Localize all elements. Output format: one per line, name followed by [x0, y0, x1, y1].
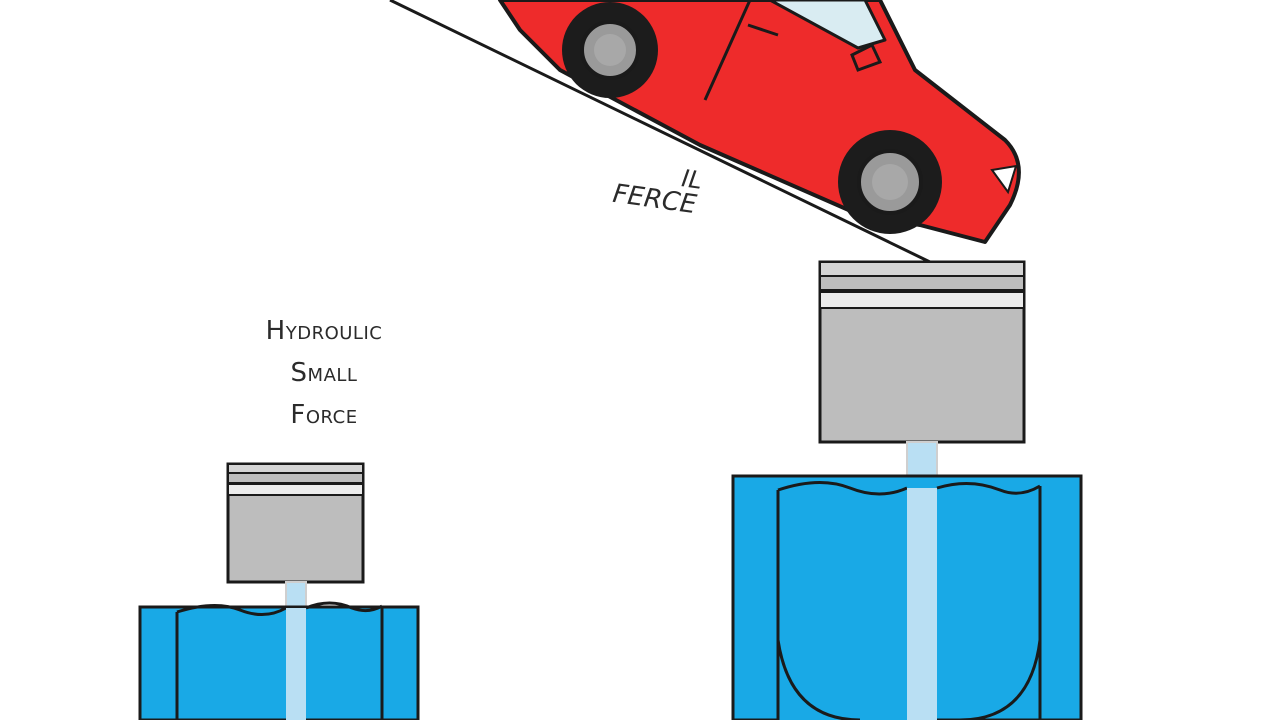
- car-door-line: [703, 0, 752, 101]
- label-line-force: Force: [290, 400, 358, 430]
- rear-wheel: [562, 2, 658, 98]
- ramp-force-label: IL FERCE: [611, 158, 704, 220]
- ramp-line: [389, 0, 931, 264]
- front-wheel: [838, 130, 942, 234]
- car-headlight: [990, 164, 1018, 195]
- label-line-small: Small: [290, 358, 358, 388]
- label-line-hydraulic: Hydroulic: [265, 316, 383, 346]
- small-piston-icon: [226, 462, 365, 720]
- car-window: [768, 0, 887, 50]
- large-cylinder: [731, 474, 1083, 720]
- car-icon: [498, 0, 1021, 244]
- small-cylinder: [138, 601, 420, 720]
- car-door-handle: [747, 23, 779, 37]
- car-mirror: [850, 42, 883, 72]
- hydraulic-small-force-label: Hydroulic Small Force: [232, 310, 416, 436]
